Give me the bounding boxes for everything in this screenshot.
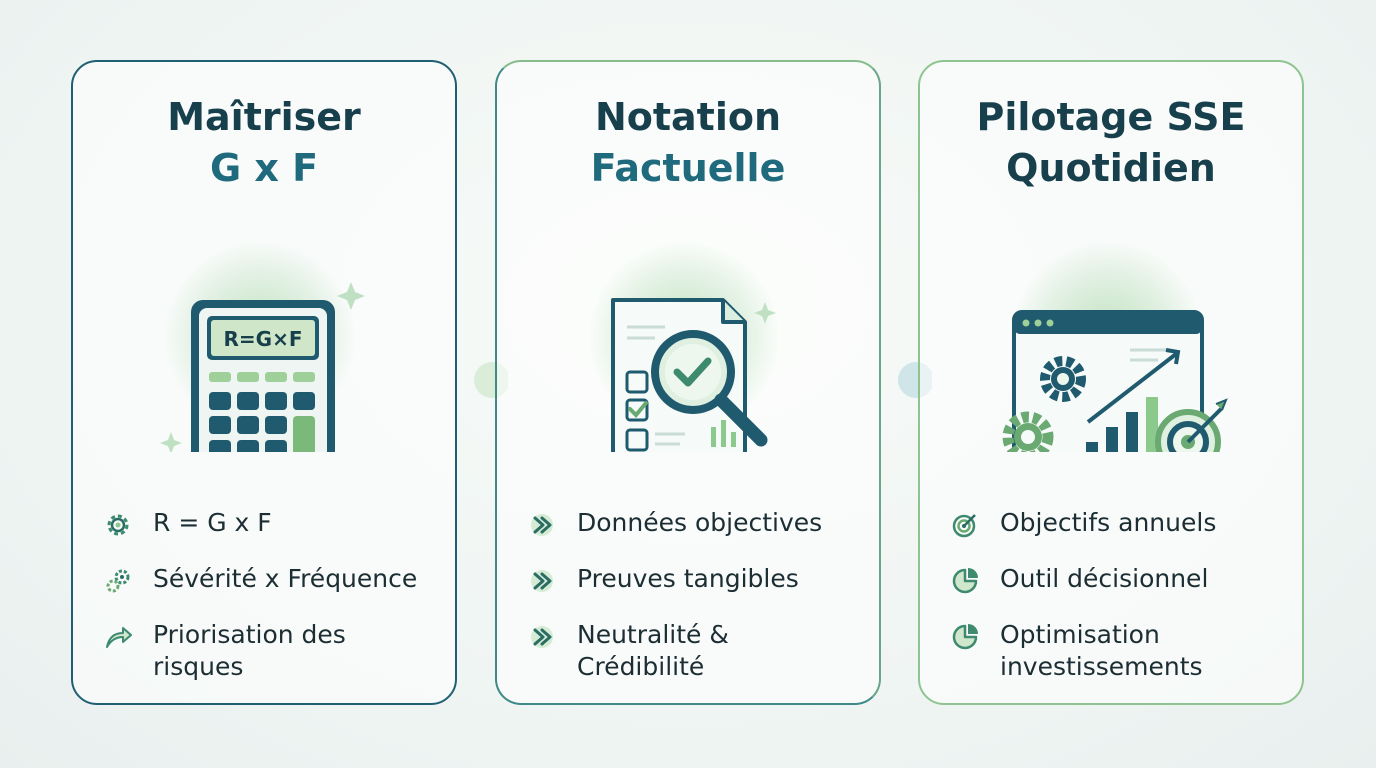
dashboard-target-icon	[998, 222, 1228, 452]
gear-icon	[107, 514, 129, 536]
list-item: Preuves tangibles	[527, 563, 861, 595]
list-item-text: Neutralité & Crédibilité	[577, 620, 729, 681]
pie-chart-icon	[952, 624, 978, 650]
card-notation: Notation Factuelle	[495, 60, 881, 705]
title-line-1: Maîtriser	[167, 95, 361, 139]
list-item: Données objectives	[527, 507, 861, 539]
arrow-share-icon	[106, 627, 132, 648]
calculator-icon: R=G×F	[151, 222, 381, 452]
feature-list: R = G x F Sévérité x Fréquence Priorisat…	[103, 507, 437, 707]
target-icon	[952, 514, 976, 538]
list-item-text: Outil décisionnel	[1000, 564, 1209, 593]
list-item-text: Priorisation des risques	[153, 620, 346, 681]
list-item-text: Sévérité x Fréquence	[153, 564, 418, 593]
chevron-icon	[531, 570, 553, 592]
card-pilotage: Pilotage SSE Quotidien	[918, 60, 1304, 705]
document-magnifier-icon	[575, 222, 805, 452]
card-maitriser: Maîtriser G x F R=G×F	[71, 60, 457, 705]
list-item-text: R = G x F	[153, 508, 272, 537]
list-item: Neutralité & Crédibilité	[527, 619, 861, 683]
card-title: Notation Factuelle	[497, 92, 879, 194]
card-title: Pilotage SSE Quotidien	[920, 92, 1302, 194]
list-item: Objectifs annuels	[950, 507, 1284, 539]
list-item-text: Objectifs annuels	[1000, 508, 1217, 537]
gears-icon	[106, 569, 130, 593]
title-line-2: Quotidien	[1006, 146, 1216, 190]
list-item-text: Preuves tangibles	[577, 564, 799, 593]
pie-chart-icon	[952, 568, 978, 594]
chevron-icon	[531, 514, 553, 536]
title-line-2: Factuelle	[590, 146, 786, 190]
calculator-display: R=G×F	[224, 327, 303, 351]
feature-list: Objectifs annuels Outil décisionnel Opti…	[950, 507, 1284, 707]
title-line-2: G x F	[209, 146, 319, 190]
list-item: Outil décisionnel	[950, 563, 1284, 595]
list-item-text: Optimisation investissements	[1000, 620, 1203, 681]
title-line-1: Pilotage SSE	[976, 95, 1246, 139]
list-item: Optimisation investissements	[950, 619, 1284, 683]
list-item: Sévérité x Fréquence	[103, 563, 437, 595]
list-item-text: Données objectives	[577, 508, 823, 537]
card-title: Maîtriser G x F	[73, 92, 455, 194]
title-line-1: Notation	[594, 95, 782, 139]
feature-list: Données objectives Preuves tangibles Neu…	[527, 507, 861, 707]
list-item: Priorisation des risques	[103, 619, 437, 683]
list-item: R = G x F	[103, 507, 437, 539]
chevron-icon	[531, 626, 553, 648]
